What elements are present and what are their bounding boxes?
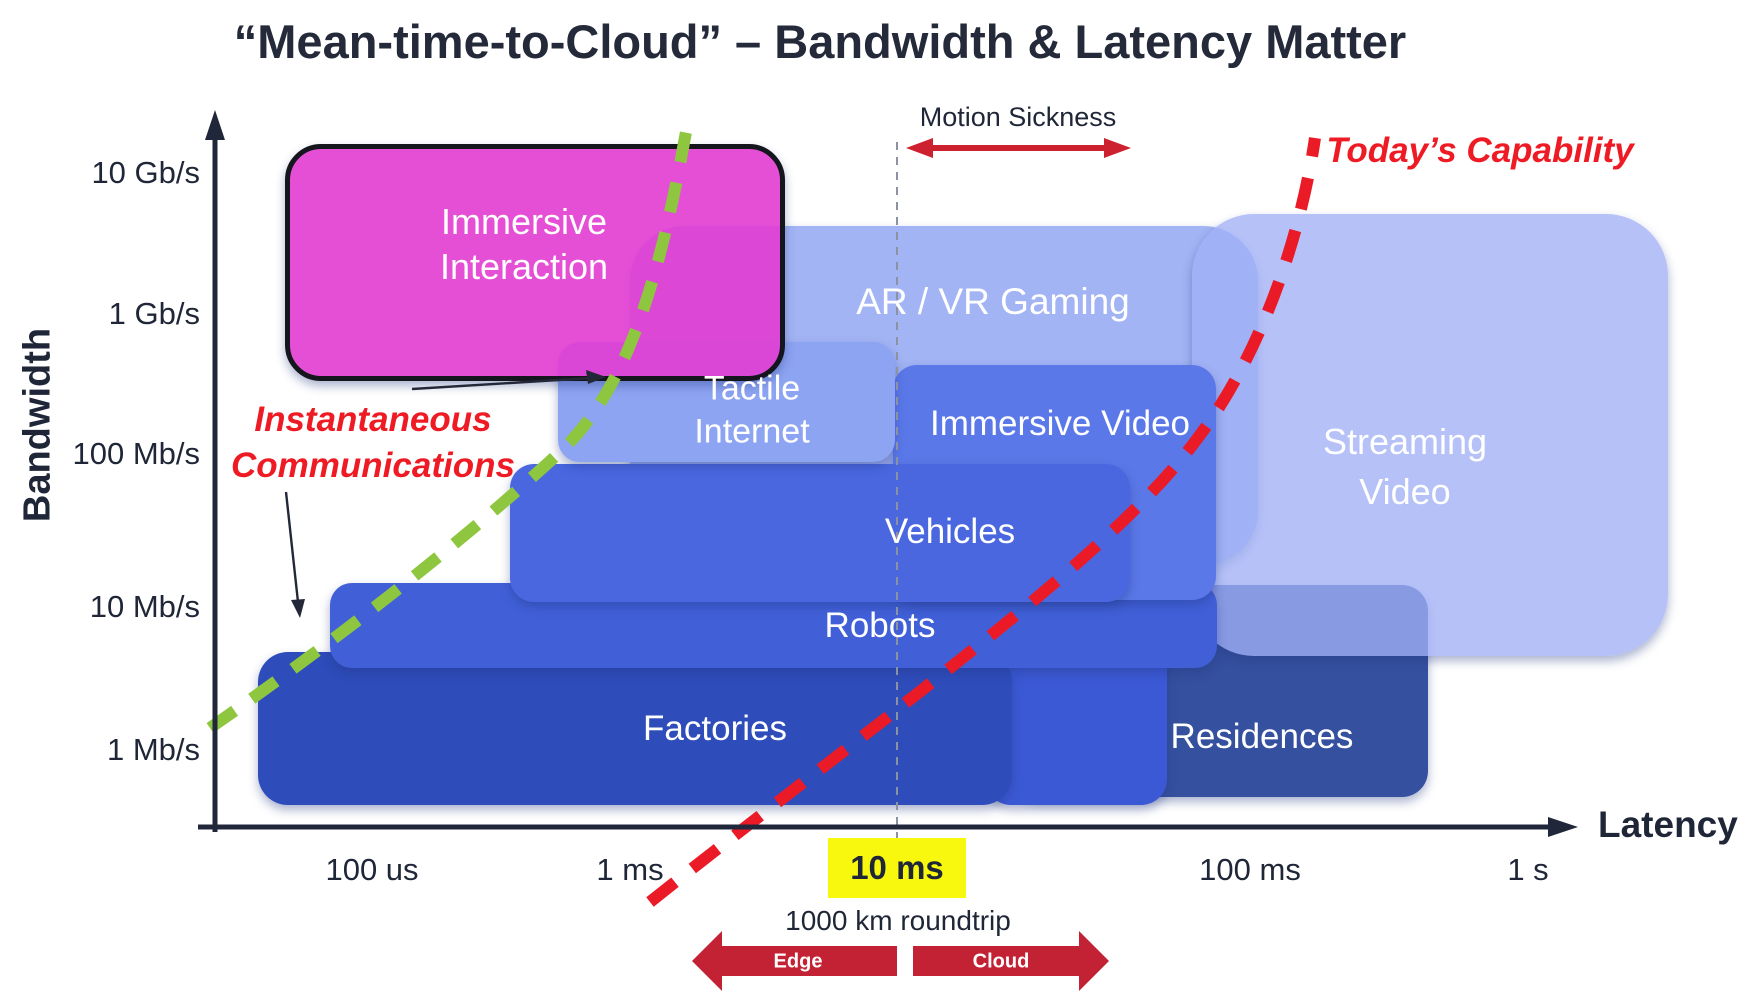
instantaneous-communications-curve: [206, 113, 695, 733]
region-vehicles: [510, 464, 1130, 602]
cloud-arrow-icon: [913, 931, 1109, 991]
pointer-arrow-lower-shaft: [284, 491, 300, 603]
x-tick-1-s: 1 s: [1507, 852, 1549, 887]
todays-capability-label: Today’s Capability: [1326, 131, 1634, 170]
pointer-arrow-upper-shaft: [411, 376, 593, 391]
x-tick-100-us: 100 us: [325, 852, 419, 887]
region-immersive-interaction-label: Immersive: [440, 201, 608, 242]
y-tick-10-gb-s: 10 Gb/s: [91, 155, 200, 190]
todays-capability-curve: [646, 137, 1321, 907]
region-residences-label: Residences: [1170, 717, 1354, 756]
y-tick-1-mb-s: 1 Mb/s: [106, 732, 200, 767]
pointer-arrow-lower-head-icon: [291, 599, 305, 618]
x-tick-10-ms: 10 ms: [828, 838, 966, 898]
motion-sickness-arrow-right-head: [1104, 138, 1131, 158]
y-axis-title: Bandwidth: [16, 327, 59, 523]
region-immersive-video-label: Immersive Video: [929, 404, 1191, 443]
region-immersive-interaction-label: Interaction: [439, 246, 609, 287]
y-tick-10-mb-s: 10 Mb/s: [89, 589, 200, 624]
region-vehicles-label: Vehicles: [884, 512, 1016, 551]
y-tick-1-gb-s: 1 Gb/s: [108, 296, 200, 331]
region-factories: [258, 652, 1012, 805]
roundtrip-label: 1000 km roundtrip: [785, 905, 1011, 936]
instantaneous-line2: Communications: [231, 446, 515, 485]
motion-sickness-arrow-icon: [906, 138, 1131, 158]
region-tactile-internet-label: Internet: [694, 412, 810, 451]
page-title: “Mean-time-to-Cloud” – Bandwidth & Laten…: [233, 15, 1407, 68]
region-ar-vr-gaming-label: AR / VR Gaming: [856, 281, 1130, 322]
x-axis-title: Latency: [1598, 804, 1738, 845]
motion-sickness-label: Motion Sickness: [919, 102, 1117, 132]
edge-arrow-label: Edge: [773, 950, 823, 973]
region-robots-label: Robots: [824, 606, 936, 645]
region-immersive-interaction: [285, 144, 785, 381]
region-factories-label: Factories: [643, 709, 787, 748]
region-streaming-video-label: Video: [1359, 471, 1451, 512]
edge-arrow-icon: [692, 931, 897, 991]
pointer-arrow-upper-head-icon: [586, 370, 606, 384]
motion-sickness-arrow-left-head: [906, 138, 933, 158]
region-tactile-internet-label: Tactile: [703, 369, 801, 408]
instantaneous-line1: Instantaneous: [254, 400, 492, 439]
region-streaming-video-label: Streaming: [1322, 421, 1488, 462]
instantaneous-communications-label: Instantaneous Communications: [153, 397, 593, 489]
y-tick-100-mb-s: 100 Mb/s: [72, 436, 200, 471]
cloud-arrow-label: Cloud: [972, 950, 1030, 973]
y-axis-arrowhead-icon: [205, 110, 225, 140]
x-axis-arrowhead-icon: [1548, 817, 1578, 837]
x-tick-1-ms: 1 ms: [596, 852, 664, 887]
axes: [198, 110, 1578, 837]
pointer-arrows: [284, 370, 606, 618]
x-tick-100-ms: 100 ms: [1199, 852, 1301, 887]
